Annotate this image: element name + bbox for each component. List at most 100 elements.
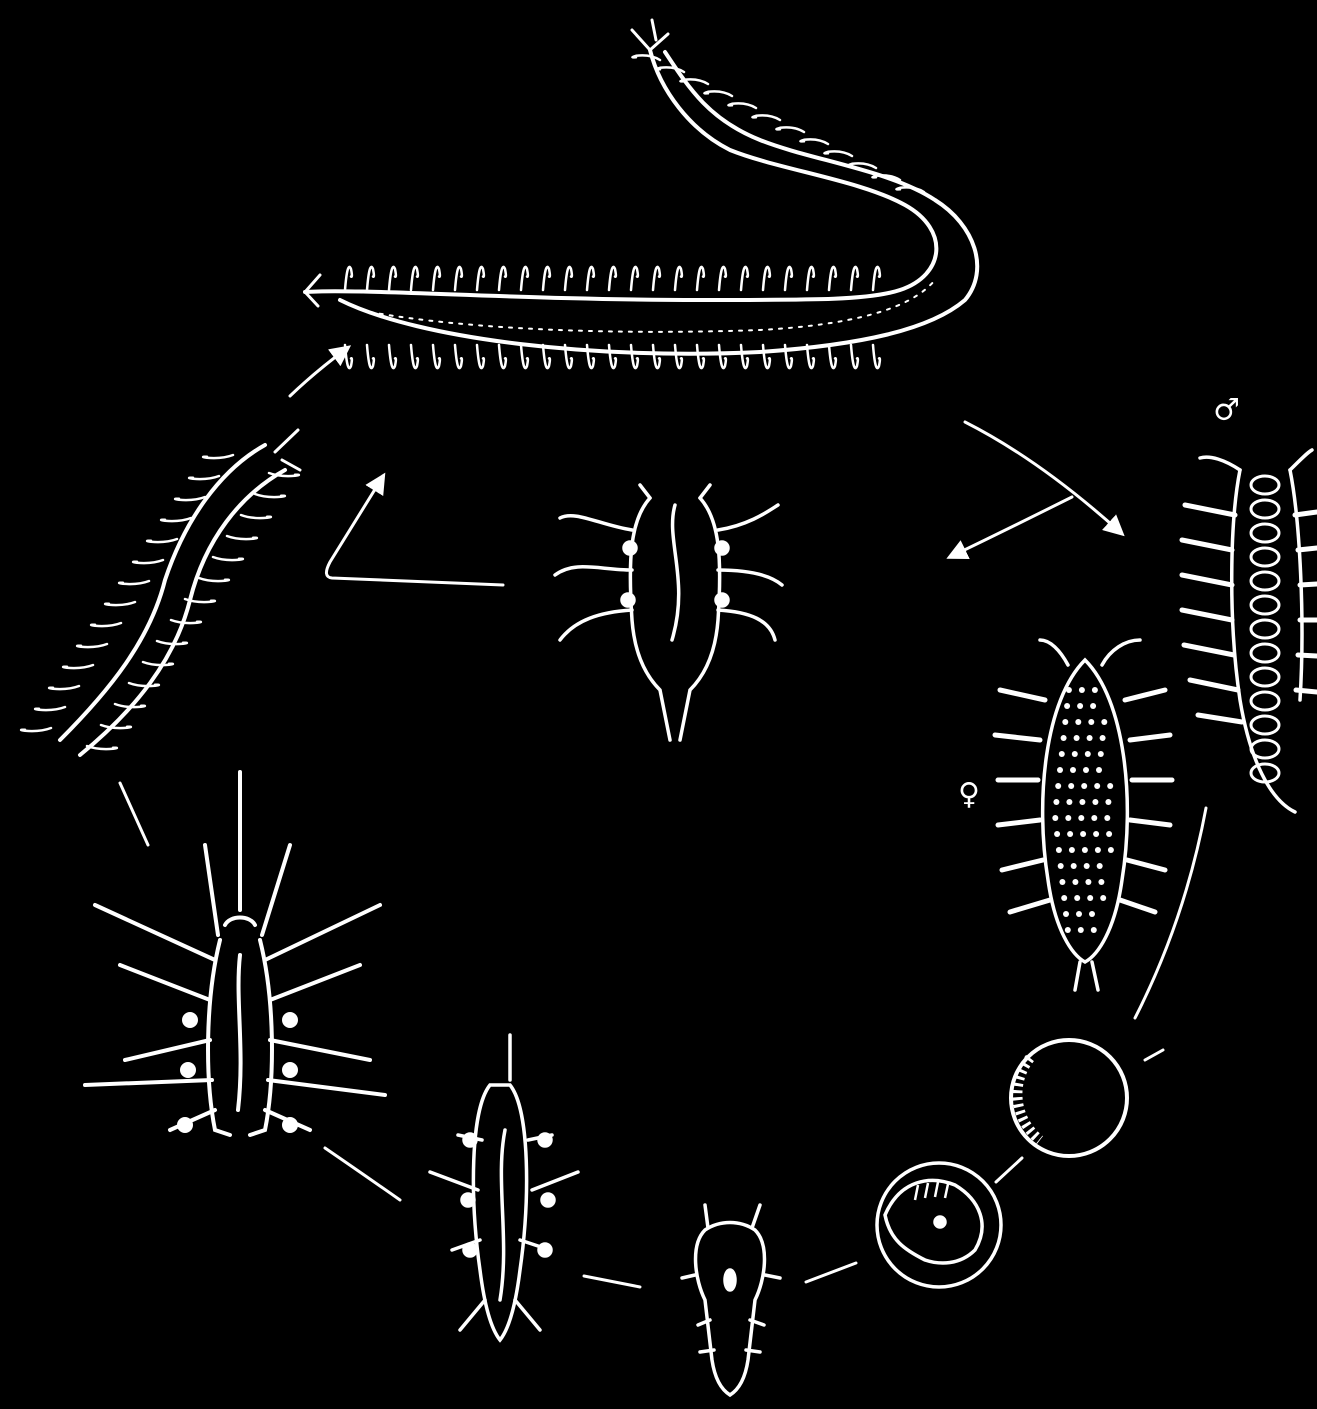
parapodium <box>785 267 792 290</box>
parapodium <box>367 267 374 290</box>
parapodium <box>203 455 233 458</box>
egg-dot <box>1070 767 1076 773</box>
juvenile <box>85 772 385 1135</box>
parapodium <box>185 599 215 602</box>
parapodium <box>35 707 65 710</box>
stolon-segment <box>1251 716 1279 734</box>
parapodium <box>433 345 440 368</box>
parapodium <box>255 494 285 497</box>
parapodium <box>851 345 858 368</box>
stolon-segment <box>1251 692 1279 710</box>
egg-dot <box>1100 735 1106 741</box>
egg <box>1011 1040 1127 1156</box>
egg-dot <box>1095 847 1101 853</box>
stolon-segment <box>1251 572 1279 590</box>
egg-dot <box>1087 895 1093 901</box>
egg-dot <box>1107 783 1113 789</box>
egg-dot <box>1078 815 1084 821</box>
parapodium <box>63 665 93 668</box>
parapodium <box>675 345 682 368</box>
arrow-regeneration <box>326 478 503 585</box>
parapodium <box>157 641 187 644</box>
male-stolon-segments <box>1251 476 1279 782</box>
egg-dot <box>1057 767 1063 773</box>
egg-dot <box>1074 895 1080 901</box>
egg-dot <box>1101 719 1107 725</box>
early-larva <box>682 1205 780 1395</box>
parapodium <box>873 267 880 290</box>
parapodium <box>269 473 299 476</box>
egg-dot <box>1098 751 1104 757</box>
egg-dot <box>1080 831 1086 837</box>
egg-dot <box>1061 735 1067 741</box>
parapodium <box>824 151 852 156</box>
parapodium <box>565 267 572 290</box>
connector-egg-to-embryo <box>996 1158 1022 1182</box>
egg-dot <box>1053 799 1059 805</box>
egg-dot <box>1056 847 1062 853</box>
parapodium <box>133 560 163 563</box>
parapodium <box>763 345 770 368</box>
parapodium <box>175 497 205 500</box>
parapodium <box>632 55 660 60</box>
egg-dot <box>1074 735 1080 741</box>
parapodium <box>49 686 79 689</box>
parapodium <box>728 103 756 108</box>
parapodium <box>587 345 594 368</box>
parapodium <box>101 725 131 728</box>
arrow-to-stolon-right <box>952 497 1072 556</box>
parapodium <box>21 728 51 731</box>
parapodium <box>543 267 550 290</box>
connector-juvenile-to-young-worm <box>120 783 148 845</box>
egg-dot <box>1078 927 1084 933</box>
egg-dot <box>1104 815 1110 821</box>
parapodium <box>147 539 177 542</box>
egg-dot <box>1063 911 1069 917</box>
arrow-to-stolon-left <box>965 422 1120 532</box>
parapodium <box>367 345 374 368</box>
adult-worm <box>305 20 977 354</box>
egg-dot <box>1091 815 1097 821</box>
parapodium <box>477 345 484 368</box>
connector-embryo-to-larva <box>806 1263 856 1282</box>
parapodium <box>161 518 191 521</box>
egg-dot <box>1058 863 1064 869</box>
parapodium <box>499 267 506 290</box>
egg-dot <box>1096 767 1102 773</box>
parapodium <box>499 345 506 368</box>
egg-dot <box>1079 687 1085 693</box>
parapodium <box>800 139 828 144</box>
parapodium <box>241 515 271 518</box>
parapodium <box>776 127 804 132</box>
parapodium <box>719 267 726 290</box>
egg-dot <box>1072 879 1078 885</box>
parapodium <box>829 267 836 290</box>
connector-stolon-to-egg <box>1135 808 1206 1018</box>
parapodium <box>763 267 770 290</box>
parapodium <box>455 267 462 290</box>
center-larva <box>555 485 782 740</box>
egg-dot <box>1072 751 1078 757</box>
stolon-segment <box>1251 548 1279 566</box>
egg-dot <box>1066 799 1072 805</box>
stolon-segment <box>1251 500 1279 518</box>
parapodium <box>807 267 814 290</box>
parapodium <box>105 602 135 605</box>
later-larva <box>430 1035 578 1340</box>
young-worm <box>60 430 300 755</box>
parapodium <box>171 620 201 623</box>
egg-dot <box>1097 863 1103 869</box>
egg-dot <box>1083 767 1089 773</box>
male-stolon <box>1182 450 1317 812</box>
egg-dot <box>1105 799 1111 805</box>
egg-dot <box>1093 831 1099 837</box>
egg-dot <box>1108 847 1114 853</box>
parapodium <box>345 267 352 290</box>
egg-dot <box>1062 719 1068 725</box>
parapodium <box>609 267 616 290</box>
egg-dot <box>1065 815 1071 821</box>
stolon-segment <box>1251 644 1279 662</box>
parapodium <box>653 267 660 290</box>
stolon-segment <box>1251 668 1279 686</box>
parapodium <box>873 345 880 368</box>
